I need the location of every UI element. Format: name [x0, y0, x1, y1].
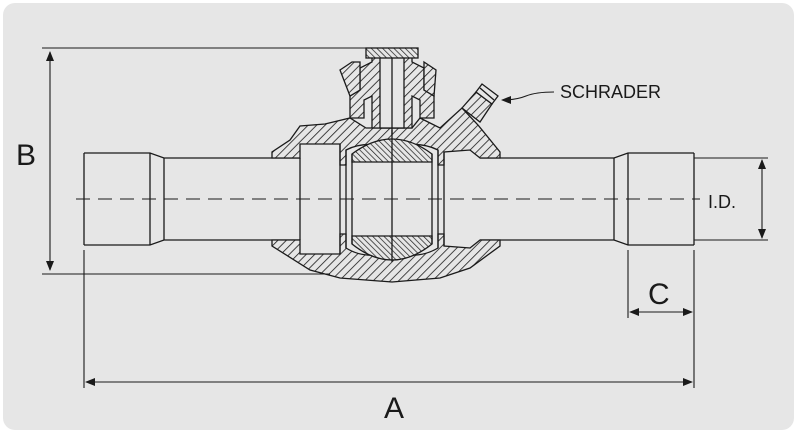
dimension-lines [42, 47, 768, 388]
dimension-c-label: C [648, 278, 670, 311]
dimension-a-label: A [384, 392, 404, 425]
inner-diameter-label: I.D. [708, 192, 736, 212]
schrader-label: SCHRADER [560, 82, 661, 102]
stem-bonnet [339, 47, 437, 135]
diagram-background [3, 3, 794, 430]
dimension-b-label: B [16, 139, 36, 172]
schrader-port [461, 83, 499, 123]
schrader-leader [501, 91, 555, 104]
valve-drawing [76, 47, 700, 283]
ball [351, 130, 433, 262]
